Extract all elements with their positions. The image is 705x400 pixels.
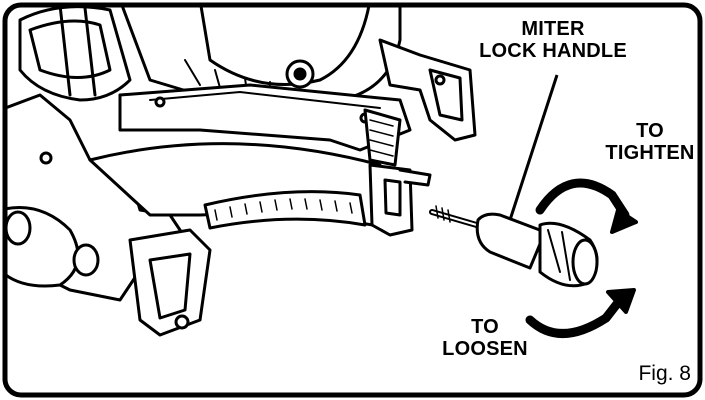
- to-tighten-label: TO TIGHTEN: [595, 120, 705, 164]
- to-tighten-label-line1: TO: [636, 120, 664, 142]
- to-loosen-label-line1: TO: [471, 316, 499, 338]
- to-loosen-label: TO LOOSEN: [430, 316, 540, 360]
- miter-lock-handle-label-line1: MITER: [521, 18, 585, 40]
- to-tighten-label-line2: TIGHTEN: [605, 142, 695, 164]
- miter-lock-handle-label: MITER LOCK HANDLE: [478, 18, 628, 62]
- to-loosen-label-line2: LOOSEN: [442, 338, 528, 360]
- lock-handle-shaft: [475, 212, 547, 270]
- miter-lock-handle-label-line2: LOCK HANDLE: [479, 40, 627, 62]
- loosen-arrow: [525, 295, 625, 338]
- figure-number: Fig. 8: [638, 362, 691, 385]
- tighten-arrow: [535, 178, 630, 220]
- miter-scale: [203, 190, 367, 230]
- leader-line: [508, 74, 559, 221]
